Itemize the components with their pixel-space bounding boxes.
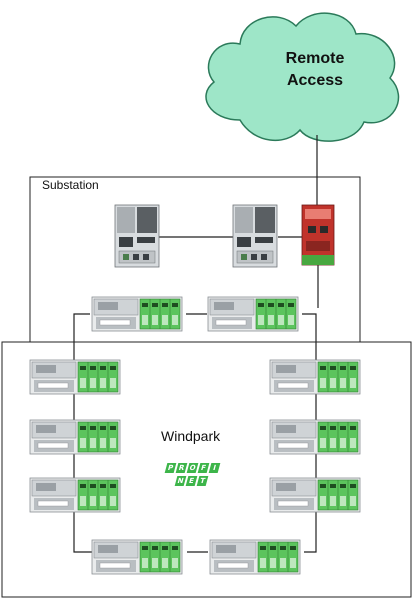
windpark-module-left-1 <box>29 359 121 395</box>
windpark-module-right-2 <box>269 419 361 455</box>
windpark-label: Windpark <box>161 428 221 444</box>
profinet-letter: F <box>197 463 210 473</box>
profinet-letter: O <box>186 463 199 473</box>
profinet-logo-row-1: P R O F I <box>164 463 221 473</box>
substation-label: Substation <box>42 178 99 192</box>
remote-access-cloud <box>205 12 400 142</box>
profinet-letter: R <box>175 463 188 473</box>
windpark-boundary <box>1 341 412 598</box>
substation-controller-left <box>114 204 160 268</box>
windpark-module-left-3 <box>29 477 121 513</box>
connection-lines <box>73 135 319 553</box>
cloud-label-line2: Access <box>286 72 344 89</box>
windpark-module-left-2 <box>29 419 121 455</box>
cloud-label: Remote Access <box>240 48 390 92</box>
substation-module-left <box>91 296 183 332</box>
substation-controller-right <box>232 204 278 268</box>
profinet-letter: E <box>185 476 198 486</box>
remote-access-router <box>301 204 335 266</box>
windpark-module-bottom-right <box>209 539 301 575</box>
profinet-letter: I <box>208 463 221 473</box>
windpark-module-right-1 <box>269 359 361 395</box>
substation-module-right <box>207 296 299 332</box>
profinet-letter: T <box>196 476 209 486</box>
profinet-logo-row-2: N E T <box>174 476 221 486</box>
profinet-letter: N <box>174 476 187 486</box>
profinet-letter: P <box>164 463 177 473</box>
cloud-label-line1: Remote <box>285 50 345 67</box>
windpark-module-right-3 <box>269 477 361 513</box>
profinet-logo: P R O F I N E T <box>164 463 221 489</box>
windpark-module-bottom-left <box>91 539 183 575</box>
